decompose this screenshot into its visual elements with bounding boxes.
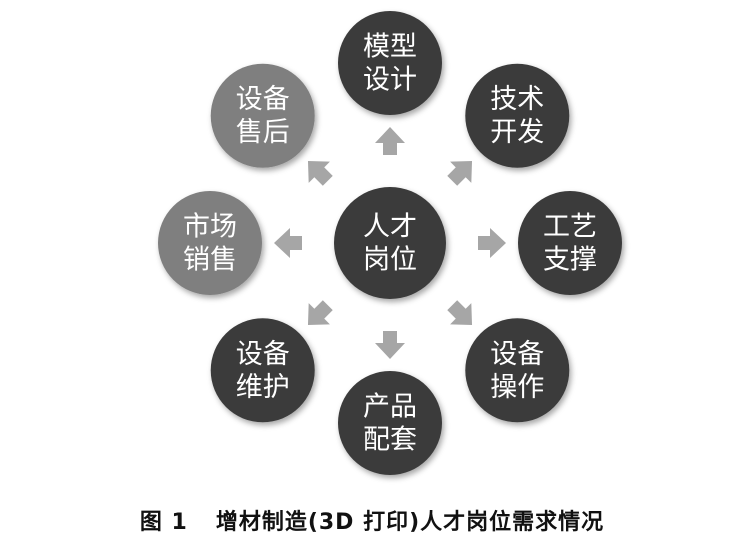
node-tech-dev-label-line1: 技术 bbox=[490, 84, 544, 115]
center-talent-position: 人才岗位 bbox=[334, 187, 446, 299]
node-market-sales-label-line1: 市场 bbox=[183, 212, 237, 243]
node-model-design-circle bbox=[338, 11, 442, 115]
arrow-equip-aftersales bbox=[307, 160, 333, 186]
node-model-design-label-line1: 模型 bbox=[363, 32, 417, 63]
center-talent-position-label-line2: 岗位 bbox=[363, 245, 417, 276]
node-product-matching-label-line2: 配套 bbox=[363, 425, 417, 456]
arrows-group bbox=[274, 127, 506, 359]
node-equip-operation-circle bbox=[465, 318, 570, 423]
node-tech-dev-circle bbox=[465, 63, 570, 168]
node-model-design-label-line2: 设计 bbox=[363, 65, 417, 96]
center-talent-position-label-line1: 人才 bbox=[363, 212, 417, 243]
arrow-equip-operation bbox=[447, 300, 473, 326]
node-process-support-circle bbox=[518, 191, 622, 295]
figure-title: 增材制造(3D 打印)人才岗位需求情况 bbox=[215, 510, 605, 535]
arrow-tech-dev bbox=[447, 160, 473, 186]
node-process-support-label-line2: 支撑 bbox=[543, 245, 597, 276]
node-tech-dev-label-line2: 开发 bbox=[490, 117, 544, 148]
node-equip-aftersales-label-line1: 设备 bbox=[236, 84, 290, 115]
node-equip-operation-label-line1: 设备 bbox=[490, 339, 544, 370]
node-market-sales-circle bbox=[158, 191, 262, 295]
arrow-model-design bbox=[375, 127, 405, 155]
arrow-equip-maintenance bbox=[307, 300, 333, 326]
center-talent-position-circle bbox=[334, 187, 446, 299]
figure-caption: 图 1 增材制造(3D 打印)人才岗位需求情况 bbox=[0, 504, 744, 536]
node-market-sales-label-line2: 销售 bbox=[183, 245, 237, 276]
arrow-market-sales bbox=[274, 228, 302, 258]
node-equip-aftersales-label-line2: 售后 bbox=[236, 117, 290, 148]
node-equip-operation-label-line2: 操作 bbox=[490, 372, 544, 403]
node-equip-maintenance-label-line1: 设备 bbox=[236, 339, 290, 370]
figure-label: 图 1 bbox=[139, 510, 188, 535]
arrow-process-support bbox=[478, 228, 506, 258]
arrow-product-matching bbox=[375, 331, 405, 359]
node-equip-aftersales-circle bbox=[210, 63, 315, 168]
node-equip-maintenance-circle bbox=[210, 318, 315, 423]
node-process-support-label-line1: 工艺 bbox=[543, 212, 597, 243]
node-product-matching-label-line1: 产品 bbox=[363, 392, 417, 423]
center-node: 人才岗位 bbox=[334, 187, 446, 299]
node-equip-maintenance-label-line2: 维护 bbox=[236, 372, 290, 403]
node-product-matching-circle bbox=[338, 371, 442, 475]
